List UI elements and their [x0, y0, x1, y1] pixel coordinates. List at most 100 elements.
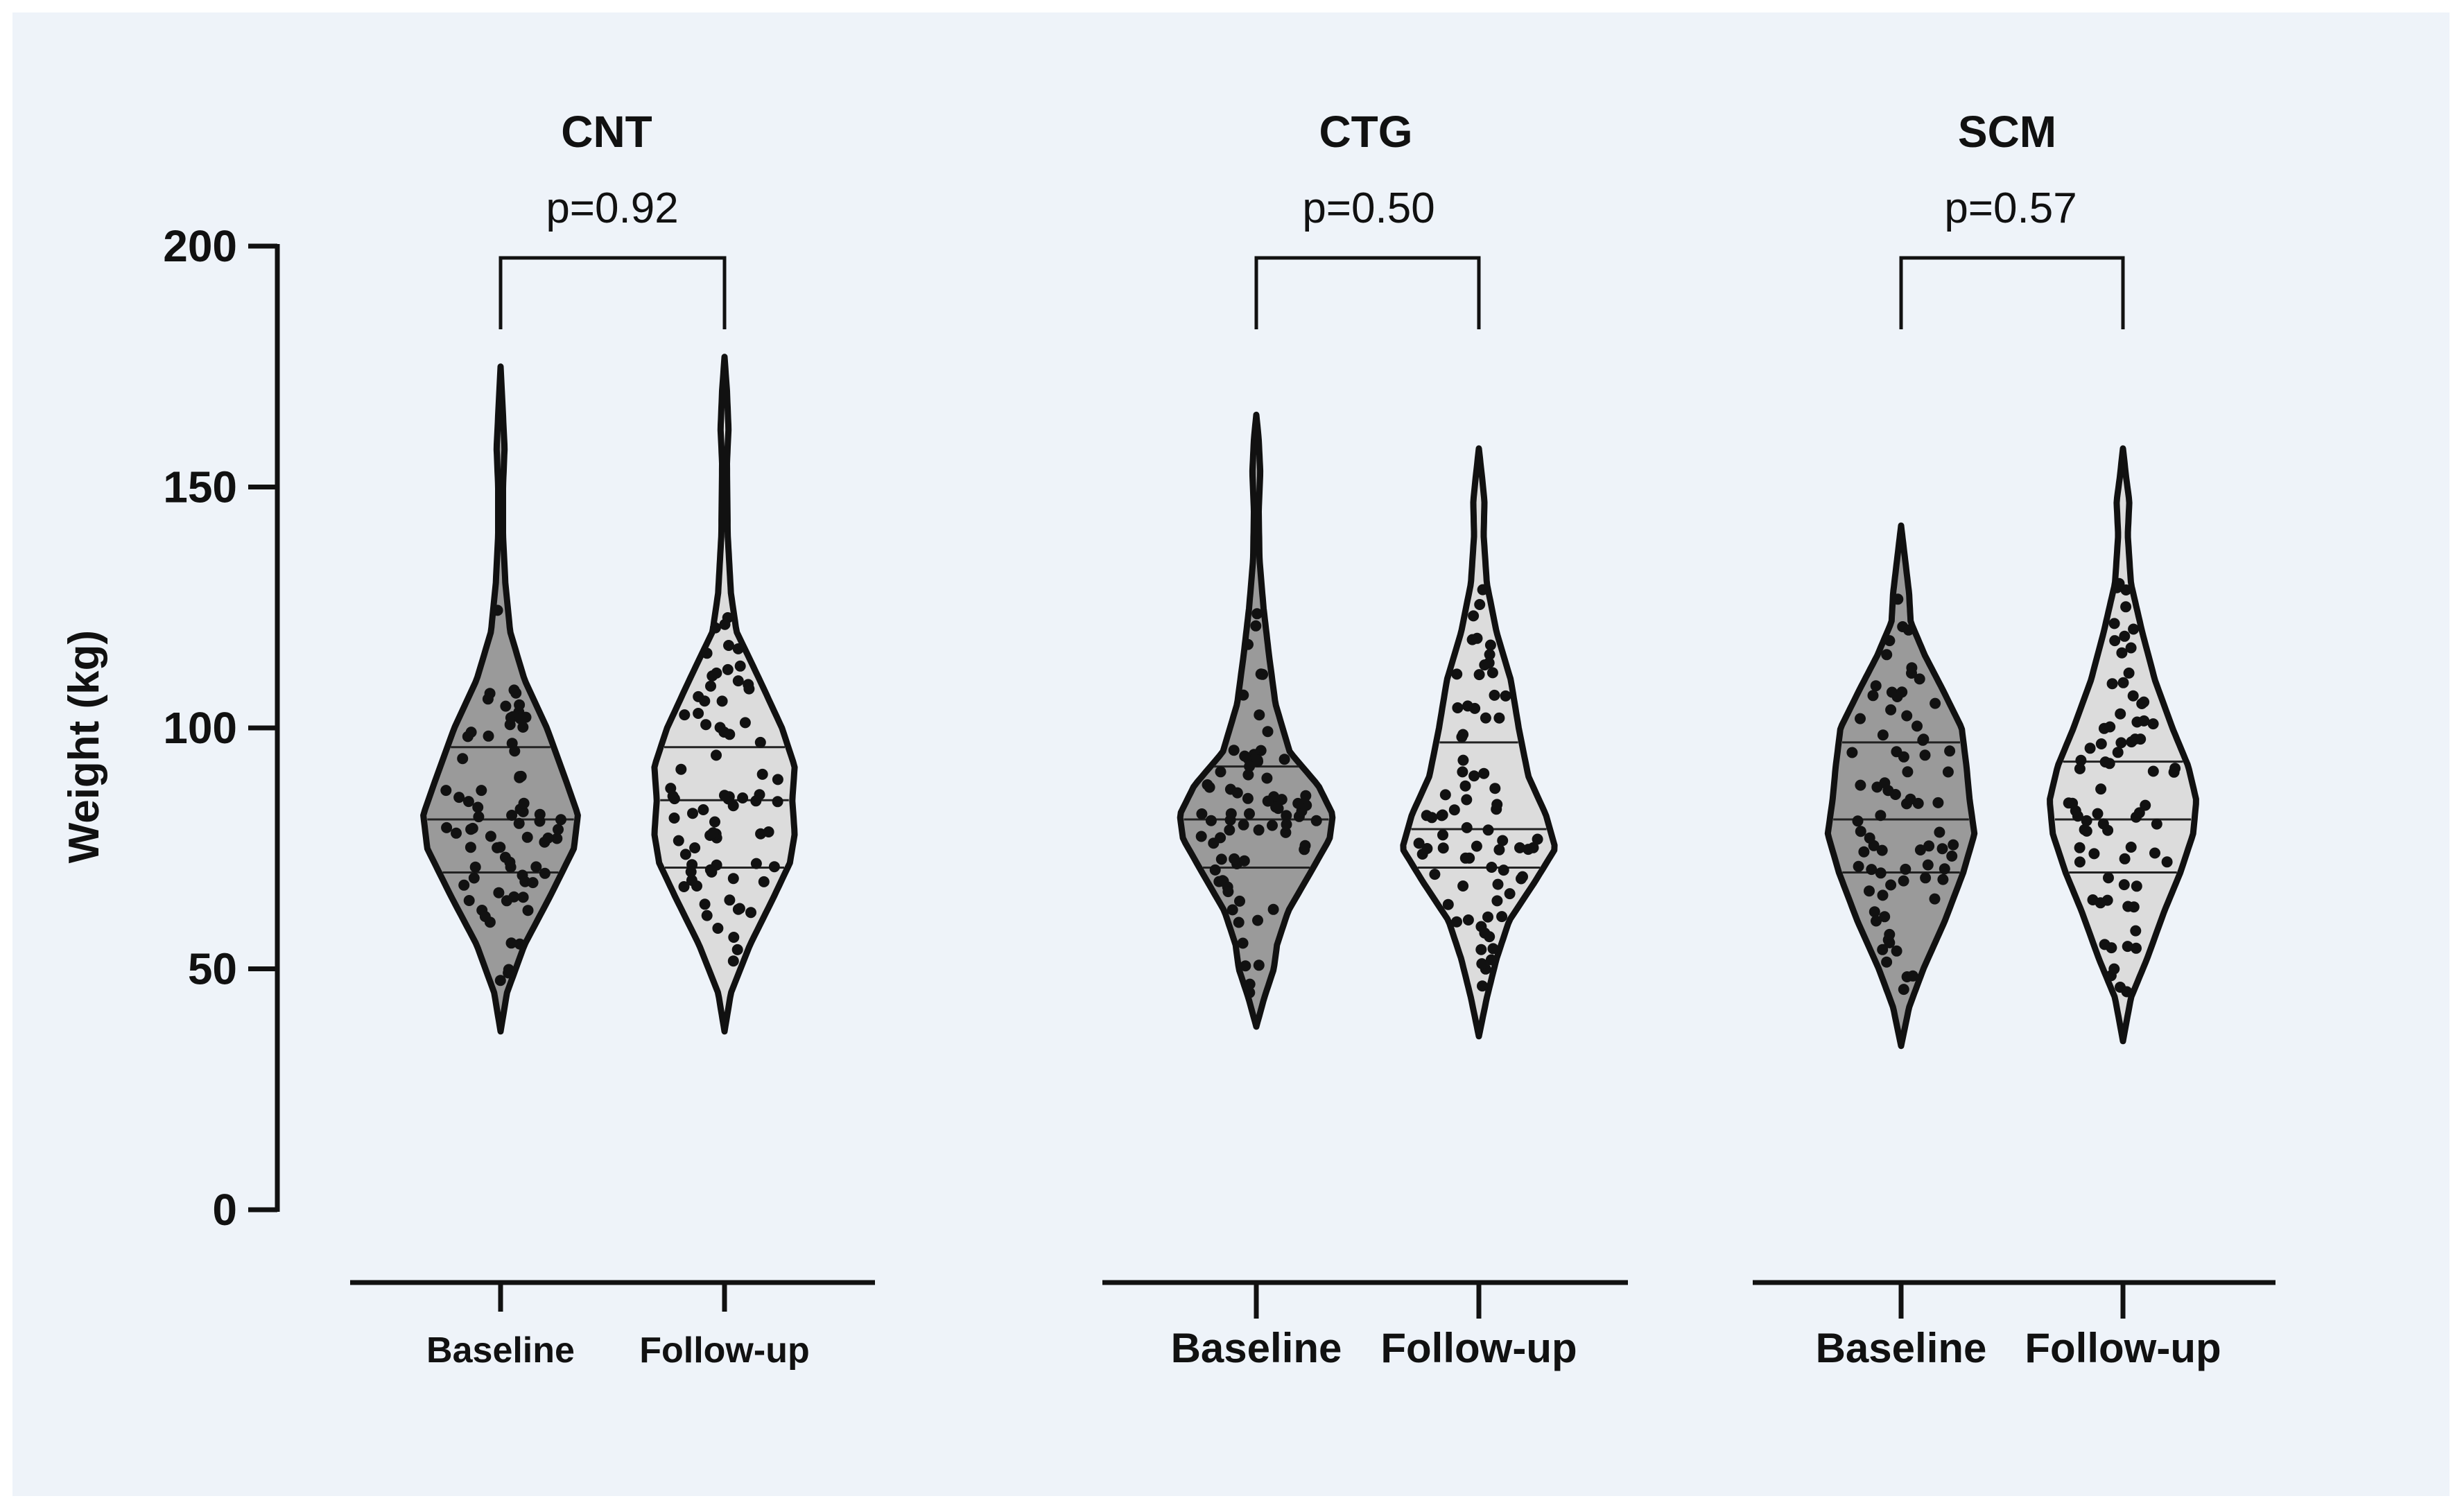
data-point	[469, 861, 481, 873]
data-point	[737, 792, 749, 803]
data-point	[1226, 904, 1238, 916]
data-point	[679, 849, 691, 860]
data-point	[1457, 754, 1469, 766]
data-point	[476, 785, 487, 797]
data-point	[1224, 824, 1236, 836]
data-point	[1498, 864, 1509, 876]
data-point	[2115, 708, 2126, 720]
data-point	[517, 892, 529, 903]
data-point	[750, 795, 762, 807]
data-point	[1853, 860, 1864, 872]
data-point	[1429, 869, 1441, 880]
data-point	[2122, 941, 2133, 953]
data-point	[1902, 766, 1914, 778]
data-point	[1244, 808, 1255, 819]
data-point	[467, 822, 478, 834]
data-point	[1504, 888, 1516, 900]
data-point	[1855, 713, 1866, 724]
data-point	[555, 814, 566, 826]
data-point	[1439, 789, 1451, 801]
data-point	[1257, 668, 1269, 680]
data-point	[1459, 852, 1471, 864]
data-point	[1461, 822, 1473, 833]
data-point	[2079, 824, 2090, 835]
data-point	[1215, 766, 1226, 778]
data-point	[2120, 601, 2132, 613]
data-point	[1936, 843, 1948, 855]
data-point	[1208, 837, 1220, 849]
x-tick-label: Baseline	[1171, 1325, 1342, 1371]
data-point	[1934, 826, 1945, 838]
data-point	[518, 797, 530, 809]
data-point	[709, 816, 720, 828]
data-point	[1413, 837, 1425, 849]
data-point	[732, 903, 744, 915]
data-point	[527, 877, 539, 889]
data-point	[1209, 864, 1221, 876]
data-point	[1250, 620, 1262, 632]
data-point	[1484, 931, 1496, 943]
data-point	[514, 938, 526, 950]
data-point	[739, 717, 751, 729]
data-point	[1233, 916, 1245, 928]
data-point	[2074, 763, 2086, 774]
data-point	[1898, 875, 1909, 887]
data-point	[1281, 810, 1292, 822]
data-point	[1262, 726, 1274, 738]
data-point	[1493, 712, 1505, 724]
data-point	[483, 730, 494, 742]
data-point	[553, 824, 564, 835]
data-point	[2121, 986, 2133, 998]
data-point	[1278, 754, 1290, 765]
data-point	[2081, 815, 2092, 826]
data-point	[1482, 911, 1493, 923]
data-point	[1923, 840, 1935, 852]
data-point	[515, 770, 527, 782]
data-point	[2088, 848, 2100, 860]
data-point	[722, 663, 734, 675]
data-point	[1911, 720, 1923, 732]
data-point	[465, 842, 476, 853]
data-point	[689, 842, 701, 853]
data-point	[1886, 686, 1898, 698]
data-point	[505, 937, 517, 949]
data-point	[754, 736, 766, 748]
data-point	[772, 796, 783, 808]
y-tick-label: 150	[163, 462, 237, 512]
data-point	[2104, 721, 2116, 733]
data-point	[2106, 678, 2118, 690]
data-point	[2074, 842, 2086, 853]
data-point	[1237, 937, 1249, 949]
x-tick-label: Follow-up	[2025, 1325, 2221, 1371]
data-point	[1451, 668, 1463, 680]
data-point	[772, 774, 783, 785]
data-point	[1310, 815, 1322, 826]
data-point	[1871, 915, 1882, 927]
data-point	[479, 911, 491, 922]
data-point	[1907, 970, 1918, 982]
data-point	[1468, 610, 1480, 622]
data-point	[1222, 886, 1234, 898]
data-point	[1489, 783, 1501, 794]
violin-baseline	[1824, 522, 1978, 1050]
data-point	[1946, 850, 1958, 862]
data-point	[521, 831, 533, 843]
x-tick-label: Follow-up	[1380, 1325, 1577, 1371]
data-point	[1244, 978, 1256, 990]
data-point	[1867, 690, 1879, 702]
data-point	[551, 833, 563, 844]
data-point	[1261, 772, 1273, 784]
data-point	[1864, 885, 1875, 897]
data-point	[668, 793, 680, 805]
data-point	[510, 687, 522, 699]
data-point	[517, 806, 529, 817]
data-point	[473, 811, 485, 823]
data-point	[509, 745, 521, 757]
data-point	[482, 693, 494, 705]
data-point	[1900, 863, 1911, 875]
data-point	[745, 907, 756, 919]
significance-bracket	[499, 256, 727, 329]
data-point	[1877, 729, 1889, 741]
